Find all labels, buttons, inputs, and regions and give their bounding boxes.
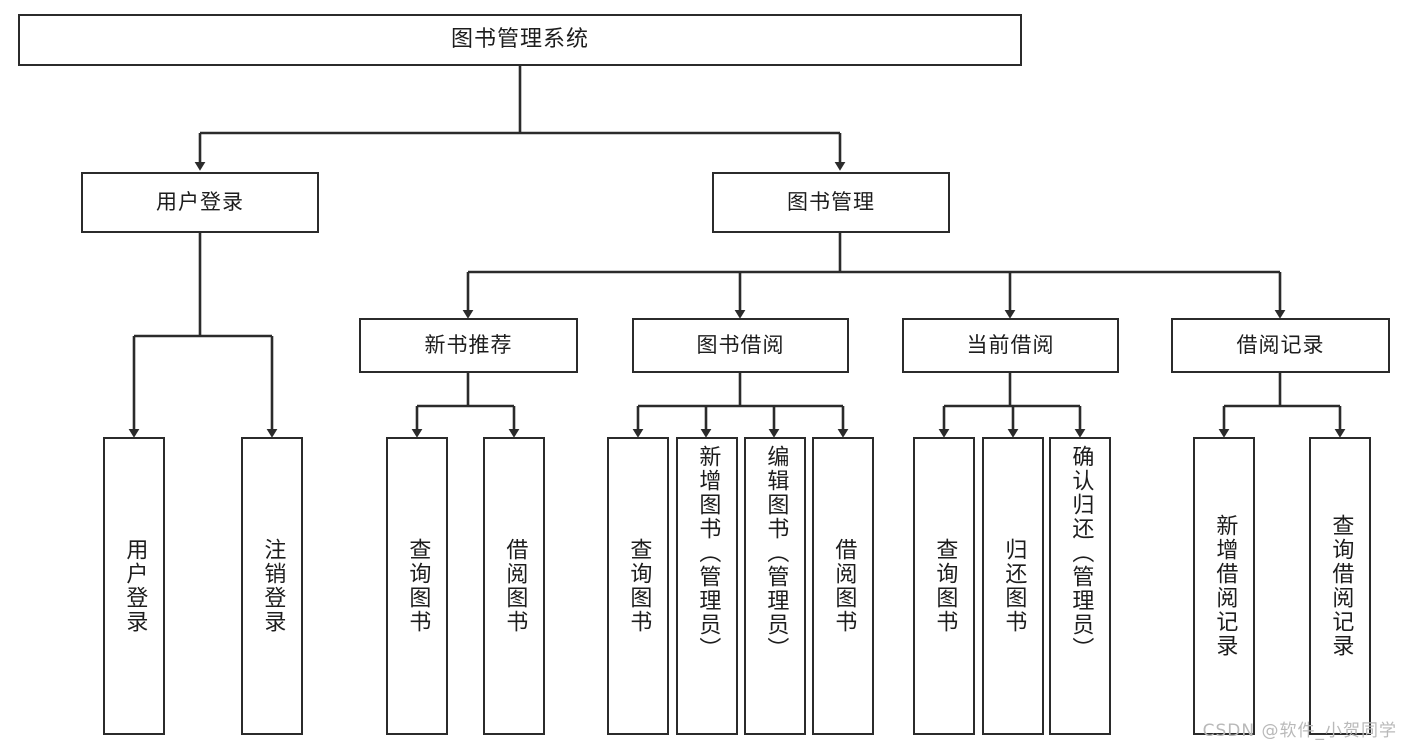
node-user-login[interactable]: 用户登录 [81, 172, 319, 233]
node-leaf-add-book[interactable]: 新增图书（管理员） [676, 437, 738, 735]
node-leaf-edit-book-label: 编辑图书（管理员） [763, 445, 789, 661]
node-leaf-query-book-3[interactable]: 查询图书 [913, 437, 975, 735]
node-leaf-return-book[interactable]: 归还图书 [982, 437, 1044, 735]
node-leaf-add-record-label: 新增借阅记录 [1212, 514, 1238, 658]
node-leaf-query-book-3-label: 查询图书 [932, 538, 958, 634]
node-leaf-query-book-1[interactable]: 查询图书 [386, 437, 448, 735]
node-leaf-query-book-1-label: 查询图书 [405, 538, 431, 634]
node-new-book-recommend[interactable]: 新书推荐 [359, 318, 578, 373]
node-user-login-label: 用户登录 [156, 190, 244, 214]
node-leaf-borrow-book-2[interactable]: 借阅图书 [812, 437, 874, 735]
node-book-management[interactable]: 图书管理 [712, 172, 950, 233]
node-leaf-query-record-label: 查询借阅记录 [1328, 514, 1354, 658]
node-leaf-query-book-2-label: 查询图书 [626, 538, 652, 634]
node-leaf-borrow-book-1[interactable]: 借阅图书 [483, 437, 545, 735]
node-leaf-query-book-2[interactable]: 查询图书 [607, 437, 669, 735]
node-current-borrow[interactable]: 当前借阅 [902, 318, 1119, 373]
node-borrow-record[interactable]: 借阅记录 [1171, 318, 1390, 373]
node-root[interactable]: 图书管理系统 [18, 14, 1022, 66]
node-book-borrow[interactable]: 图书借阅 [632, 318, 849, 373]
node-new-book-recommend-label: 新书推荐 [424, 333, 513, 357]
node-leaf-return-book-label: 归还图书 [1001, 538, 1027, 634]
node-book-borrow-label: 图书借阅 [696, 333, 785, 357]
node-leaf-logout-login-label: 注销登录 [260, 538, 286, 634]
node-leaf-confirm-return[interactable]: 确认归还（管理员） [1049, 437, 1111, 735]
node-leaf-add-book-label: 新增图书（管理员） [695, 445, 721, 661]
node-borrow-record-label: 借阅记录 [1236, 333, 1325, 357]
node-leaf-borrow-book-2-label: 借阅图书 [831, 538, 857, 634]
node-leaf-logout-login[interactable]: 注销登录 [241, 437, 303, 735]
node-leaf-query-record[interactable]: 查询借阅记录 [1309, 437, 1371, 735]
node-leaf-user-login[interactable]: 用户登录 [103, 437, 165, 735]
node-leaf-edit-book[interactable]: 编辑图书（管理员） [744, 437, 806, 735]
node-leaf-add-record[interactable]: 新增借阅记录 [1193, 437, 1255, 735]
node-root-label: 图书管理系统 [450, 27, 589, 52]
node-leaf-user-login-label: 用户登录 [122, 538, 148, 634]
node-book-management-label: 图书管理 [787, 190, 875, 214]
node-leaf-borrow-book-1-label: 借阅图书 [502, 538, 528, 634]
node-current-borrow-label: 当前借阅 [966, 333, 1055, 357]
node-leaf-confirm-return-label: 确认归还（管理员） [1068, 445, 1094, 661]
